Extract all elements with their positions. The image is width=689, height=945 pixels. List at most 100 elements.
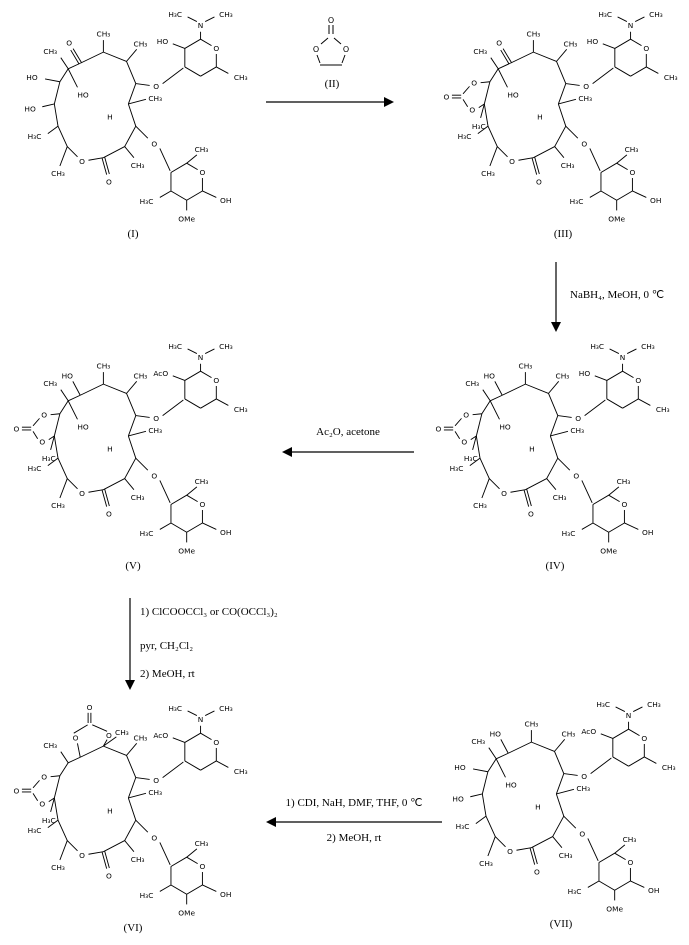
bond xyxy=(103,51,127,62)
atom-label: H xyxy=(107,445,113,454)
atom-label: CH₃ xyxy=(219,342,233,351)
bond xyxy=(481,400,491,415)
atom-label: O xyxy=(313,45,319,54)
bond xyxy=(53,435,59,459)
bond xyxy=(186,522,203,533)
bond xyxy=(608,522,625,533)
bond xyxy=(186,154,198,164)
bond xyxy=(60,57,69,70)
bond xyxy=(502,48,512,63)
atom-label: O xyxy=(213,376,219,385)
atom-label: O xyxy=(581,140,587,149)
bond xyxy=(88,851,104,855)
atom-label: CH₃ xyxy=(481,169,495,178)
bond xyxy=(626,348,637,355)
atom-label: CH₃ xyxy=(97,29,111,38)
bond xyxy=(472,768,488,773)
atom-label: H₃C xyxy=(464,454,478,463)
bond xyxy=(525,478,547,491)
atom-label: H xyxy=(107,113,113,122)
bond xyxy=(469,457,481,466)
atom-label: O xyxy=(343,45,349,54)
bond xyxy=(500,739,509,754)
bond xyxy=(644,756,657,764)
atom-label: CH₃ xyxy=(471,737,485,746)
bond xyxy=(170,522,187,533)
bond xyxy=(510,489,526,493)
step4-conditions-line1: 1) ClCOOCCl₃ or CO(OCCl₃)₂ xyxy=(140,606,278,618)
bond xyxy=(475,815,487,824)
atom-label: OMe xyxy=(178,215,195,224)
atom-label: O xyxy=(630,168,636,177)
atom-label: H₃C xyxy=(140,529,154,538)
atom-label: H₃C xyxy=(168,10,182,19)
atom-label: H₃C xyxy=(168,704,182,713)
bond xyxy=(170,190,187,201)
atom-label: O xyxy=(213,44,219,53)
bond xyxy=(563,815,577,829)
atom-label: O xyxy=(151,140,157,149)
atom-label: CH₃ xyxy=(527,29,541,38)
bond xyxy=(184,398,201,409)
bond xyxy=(470,435,477,441)
bond xyxy=(124,840,135,852)
bond xyxy=(526,489,532,507)
bond xyxy=(508,741,532,754)
bond xyxy=(556,61,567,84)
step5-conditions-line2: 2) MeOH, rt xyxy=(326,832,382,844)
bond xyxy=(481,793,487,817)
bond xyxy=(170,162,187,173)
bond xyxy=(555,773,565,795)
bond xyxy=(32,431,39,439)
atom-label: CH₃ xyxy=(234,73,248,82)
bond xyxy=(320,37,329,45)
bond xyxy=(490,394,503,402)
bond xyxy=(60,389,69,402)
atom-label: CH₃ xyxy=(525,719,539,728)
atom-label: O xyxy=(641,734,647,743)
bond xyxy=(589,148,601,171)
bond xyxy=(53,103,59,127)
atom-label: CH₃ xyxy=(623,835,637,844)
bond xyxy=(616,162,628,171)
atom-label: CH₃ xyxy=(656,405,670,414)
bond xyxy=(200,760,217,771)
atom-label: OMe xyxy=(608,215,625,224)
bond xyxy=(200,66,217,77)
atom-label: CH₃ xyxy=(465,379,479,388)
arrow-step5-left xyxy=(266,817,442,827)
bond xyxy=(135,819,149,833)
atom-label: O xyxy=(13,786,19,795)
bond xyxy=(646,66,659,74)
arrowhead-icon xyxy=(125,680,135,690)
atom-label: O xyxy=(579,830,585,839)
bond xyxy=(216,760,229,768)
atom-label: HO xyxy=(499,422,511,431)
bond xyxy=(587,880,600,888)
bond xyxy=(204,16,215,23)
step4-conditions-line3: 2) MeOH, rt xyxy=(140,668,195,680)
bond xyxy=(497,68,508,88)
bond xyxy=(184,66,201,77)
compound-caption: (I) xyxy=(127,228,139,240)
bond xyxy=(104,851,110,869)
bond xyxy=(557,103,567,127)
bond xyxy=(502,383,526,396)
bond xyxy=(103,383,127,394)
atom-label: O xyxy=(581,772,587,781)
bond xyxy=(558,98,577,105)
atom-label: CH₃ xyxy=(51,501,65,510)
bond xyxy=(552,815,565,837)
atom-label: O xyxy=(496,39,502,48)
bond xyxy=(127,777,137,799)
bond xyxy=(614,852,626,861)
bond xyxy=(170,884,187,895)
atom-label: H₃C xyxy=(458,132,472,141)
atom-label: H₃C xyxy=(568,887,582,896)
bond xyxy=(216,398,229,406)
atom-label: O xyxy=(41,772,47,781)
atom-label: OH xyxy=(220,890,231,899)
bond xyxy=(57,125,68,147)
